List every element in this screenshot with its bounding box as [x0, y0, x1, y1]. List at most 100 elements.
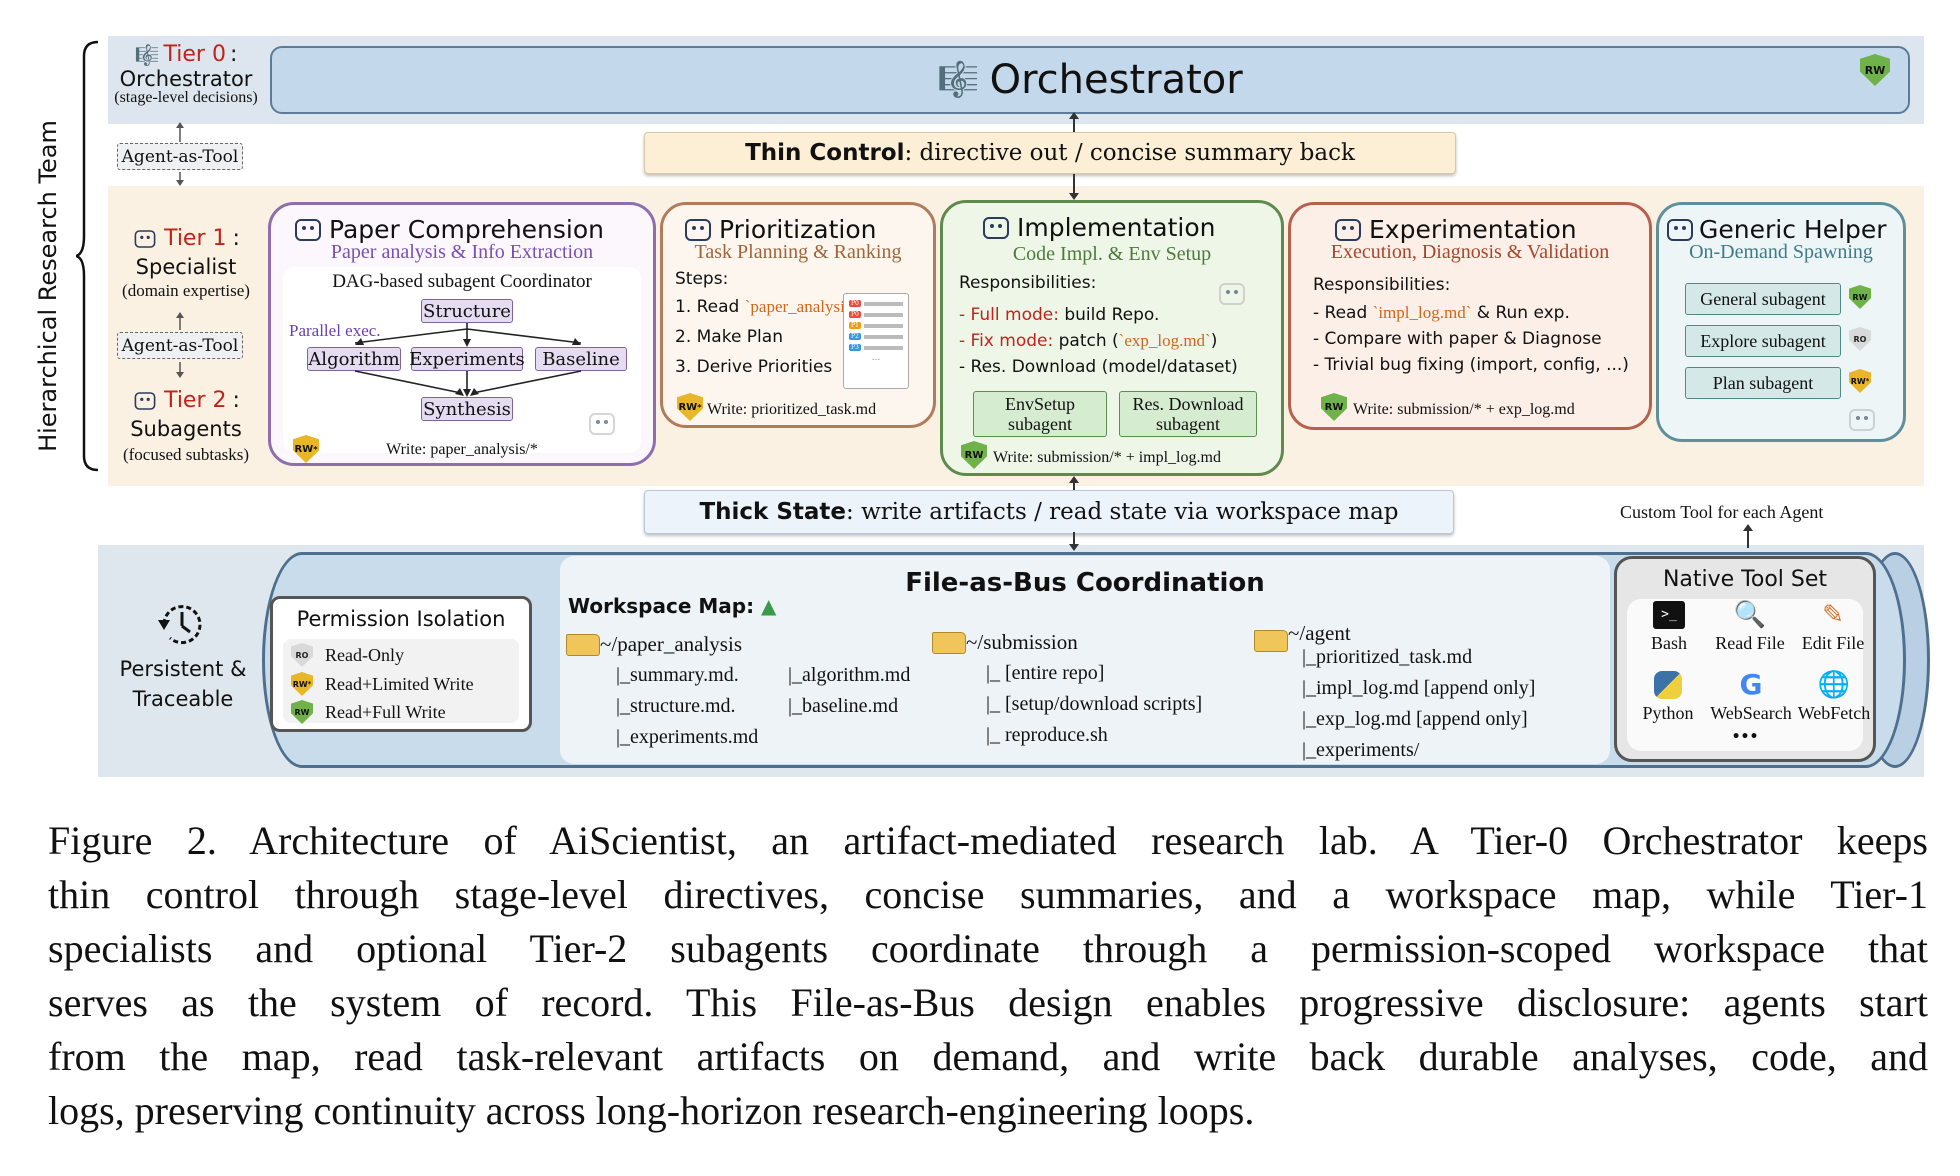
caption-line: Figure 2. Architecture of AiScientist, a…	[48, 818, 1928, 863]
baseline-node: Baseline	[535, 347, 627, 371]
tier2-tag: Tier 2	[164, 388, 227, 413]
dag-label: DAG-based subagent Coordinator	[332, 271, 592, 292]
caption-line: specialists and optional Tier-2 subagent…	[48, 926, 1928, 971]
badge-text: RW	[292, 679, 308, 689]
file-item: |_baseline.md	[788, 695, 899, 717]
badge-text: RW	[678, 401, 698, 413]
agent-tool-arrow	[176, 122, 184, 186]
paper-files-col2: |_algorithm.md |_baseline.md	[788, 660, 910, 722]
tier1-label-group: Tier 1: Specialist (domain expertise)	[96, 226, 276, 301]
badge-text: RW	[1852, 292, 1868, 302]
paper-dir-name: ~/paper_analysis	[600, 632, 742, 656]
caption-line: logs, preserving continuity across long-…	[48, 1088, 1255, 1133]
badge-text: RW	[294, 443, 314, 455]
badge-text: RW	[1324, 401, 1344, 413]
map-pin-icon: ▲	[761, 594, 777, 618]
algorithm-node: Algorithm	[307, 347, 401, 371]
explore-subagent: Explore subagent	[1685, 325, 1841, 357]
tool-label: Python	[1642, 703, 1694, 723]
agent-dir: ~/agent	[1254, 614, 1351, 652]
orchestrator-bar: 🎼 Orchestrator	[270, 46, 1910, 114]
impl-line2: - Fix mode: patch (`exp_log.md`)	[959, 331, 1217, 351]
algorithm-text: Algorithm	[308, 348, 400, 370]
robot-icon	[1219, 283, 1245, 305]
more-tools-dots: •••	[1731, 729, 1759, 745]
badge-sup: *	[1865, 377, 1870, 385]
thin-control-strip: Thin Control: directive out / concise su…	[644, 132, 1456, 174]
helper-card-title: Generic Helper	[1699, 215, 1887, 244]
read-file-tool: 🔍 Read File	[1705, 601, 1795, 654]
step1: 1. Read `paper_analysis/*`	[675, 297, 870, 317]
step2: 2. Make Plan	[675, 327, 783, 347]
helper-card-subtitle: On-Demand Spawning	[1689, 241, 1873, 263]
magnifier-doc-icon: 🔍	[1733, 600, 1767, 630]
exper-line3: - Trivial bug fixing (import, config, ..…	[1313, 355, 1629, 375]
badge-text: RW	[964, 449, 984, 461]
persistent-label: Persistent & Traceable	[108, 654, 258, 714]
terminal-icon: >_	[1653, 601, 1685, 629]
robot-icon	[1335, 218, 1361, 241]
perm-rw-label: Read+Full Write	[325, 701, 446, 722]
websearch-tool: G WebSearch	[1703, 671, 1799, 724]
globe-icon: 🌐	[1817, 670, 1851, 700]
robot-icon	[983, 216, 1009, 239]
impl-line1-red: - Full mode:	[959, 305, 1059, 325]
badge-sup: *	[307, 680, 312, 688]
synthesis-text: Synthesis	[423, 398, 511, 420]
custom-tool-label: Custom Tool for each Agent	[1620, 502, 1824, 522]
rw-badge-icon: RW	[1849, 285, 1871, 309]
plan-subagent-text: Plan subagent	[1712, 372, 1814, 393]
agent-as-tool-text: Agent-as-Tool	[121, 146, 239, 167]
step1-prefix: 1. Read	[675, 297, 745, 317]
edit-file-tool: ✎ Edit File	[1795, 601, 1871, 654]
robot-icon	[134, 229, 156, 248]
caption-line: from the map, read task-relevant artifac…	[48, 1034, 1928, 1079]
caption-line: serves as the system of record. This Fil…	[48, 980, 1928, 1025]
exper-line1-code: `impl_log.md`	[1372, 303, 1472, 322]
prior-card-title: Prioritization	[719, 215, 877, 244]
btn-line: subagent	[1008, 414, 1072, 434]
exper-line1: - Read `impl_log.md` & Run exp.	[1313, 303, 1570, 323]
exper-line1-prefix: - Read	[1313, 303, 1373, 323]
implementation-card: Implementation Code Impl. & Env Setup Re…	[940, 200, 1284, 476]
thick-state-text: : write artifacts / read state via works…	[846, 499, 1399, 525]
thin-arrow	[1069, 174, 1079, 200]
folder-icon	[1254, 630, 1288, 652]
thick-state-strip: Thick State: write artifacts / read stat…	[644, 490, 1454, 534]
task-list-icon: P0 P0 P1 P2 P3 ...	[843, 293, 909, 389]
python-icon	[1654, 671, 1682, 699]
exper-line2: - Compare with paper & Diagnose	[1313, 329, 1602, 349]
paper-dir: ~/paper_analysis	[566, 632, 742, 657]
badge-text: RW	[294, 707, 310, 717]
custom-tool-arrow	[1743, 524, 1753, 548]
history-clock-icon	[158, 605, 202, 645]
robot-icon	[1849, 409, 1875, 431]
rw-limited-badge-icon: RW*	[677, 393, 703, 421]
file-item: |_experiments.md	[616, 726, 759, 748]
agent-tool-arrow-2	[176, 312, 184, 378]
exper-write-label: Write: submission/* + exp_log.md	[1353, 401, 1575, 418]
btn-line: subagent	[1156, 414, 1220, 434]
impl-line1: - Full mode: build Repo.	[959, 305, 1159, 325]
thin-control-text: : directive out / concise summary back	[904, 140, 1355, 166]
conductor-icon: 🎼	[134, 42, 160, 67]
file-item: |_experiments/	[1302, 739, 1420, 761]
explore-subagent-text: Explore subagent	[1700, 330, 1826, 351]
robot-icon	[1667, 218, 1693, 241]
thick-state-bold: Thick State	[699, 499, 847, 525]
btn-line: Res. Download	[1132, 394, 1244, 414]
thin-control-bold: Thin Control	[745, 140, 905, 166]
ws-map-label: Workspace Map: ▲	[568, 594, 776, 618]
submission-dir-name: ~/submission	[966, 630, 1078, 654]
rw-limited-badge-icon: RW*	[291, 672, 313, 696]
impl-line3: - Res. Download (model/dataset)	[959, 357, 1238, 377]
badge-text: RO	[295, 650, 309, 660]
paper-write-label: Write: paper_analysis/*	[386, 441, 538, 458]
agent-as-tool-badge: Agent-as-Tool	[117, 143, 243, 170]
paper-card-subtitle: Paper analysis & Info Extraction	[330, 241, 594, 263]
native-tool-set-panel: Native Tool Set >_ Bash 🔍 Read File ✎ Ed…	[1614, 556, 1876, 762]
thick-arrow	[1069, 532, 1079, 551]
rw-badge-icon: RW	[291, 700, 313, 724]
caption-line: thin control through stage-level directi…	[48, 872, 1928, 917]
folder-icon	[932, 631, 966, 654]
